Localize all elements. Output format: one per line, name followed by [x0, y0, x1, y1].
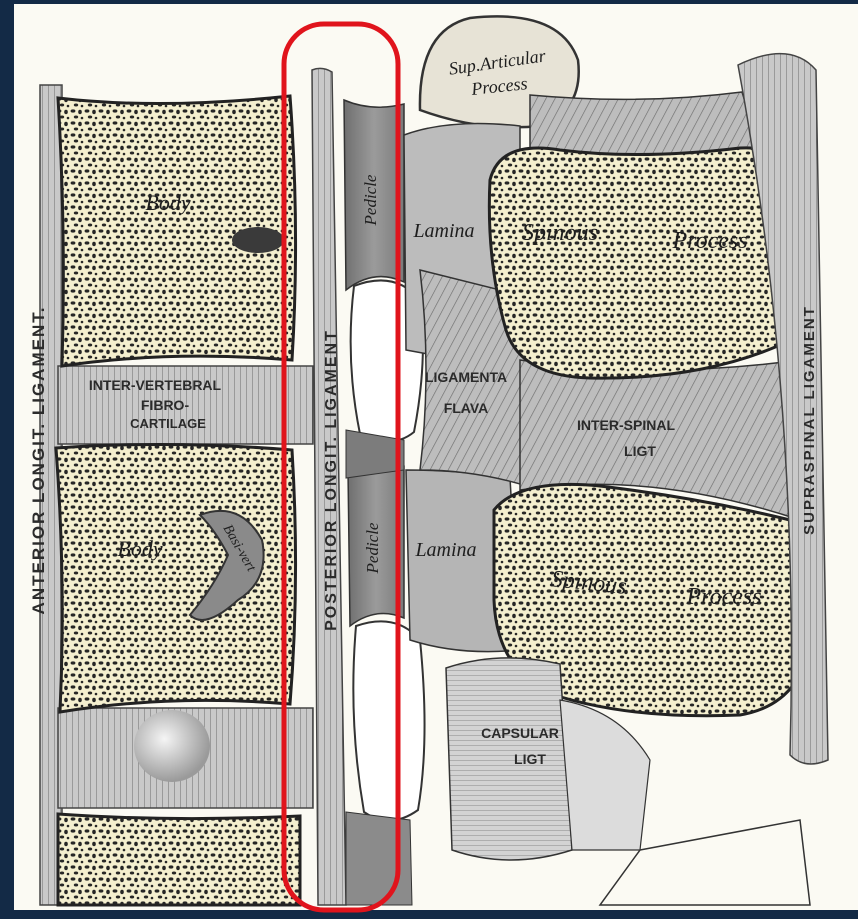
label-capsular-1: CAPSULAR [481, 725, 559, 741]
label-posterior-longit: POSTERIOR LONGIT. LIGAMENT [323, 329, 340, 631]
pedicle-bottom [346, 812, 412, 905]
interspinal-ligament-top [530, 92, 760, 155]
label-body-upper: Body [145, 190, 190, 215]
label-inter-spinal-2: LIGT [624, 443, 656, 459]
intervertebral-foramen-lower [353, 621, 424, 820]
basivertebral-foramen-upper [232, 227, 284, 253]
label-inter-vertebral-3: CARTILAGE [130, 416, 206, 431]
label-spinous-lower-2: Process [685, 584, 761, 610]
label-inter-vertebral-1: INTER-VERTEBRAL [89, 377, 222, 393]
label-ligamenta-flava-1: LIGAMENTA [425, 369, 507, 385]
label-lamina-lower: Lamina [414, 539, 476, 561]
capsular-ligament [446, 658, 572, 860]
label-ligamenta-flava-2: FLAVA [444, 400, 489, 416]
nucleus-pulposus [134, 710, 210, 782]
label-lamina-upper: Lamina [412, 220, 474, 242]
label-inter-spinal-1: INTER-SPINAL [577, 417, 675, 433]
label-spinous-upper-2: Process [671, 228, 747, 254]
label-capsular-2: LIGT [514, 751, 546, 767]
label-anterior-longit: ANTERIOR LONGIT. LIGAMENT. [29, 306, 48, 615]
label-pedicle-upper: Pedicle [361, 174, 380, 226]
label-supraspinal: SUPRASPINAL LIGAMENT [801, 305, 818, 535]
vertebral-body-bottom [58, 814, 300, 905]
label-body-lower: Body [117, 536, 162, 561]
label-spinous-upper-1: Spinous [522, 220, 598, 246]
label-inter-vertebral-2: FIBRO- [141, 397, 190, 413]
label-pedicle-lower: Pedicle [363, 522, 382, 574]
